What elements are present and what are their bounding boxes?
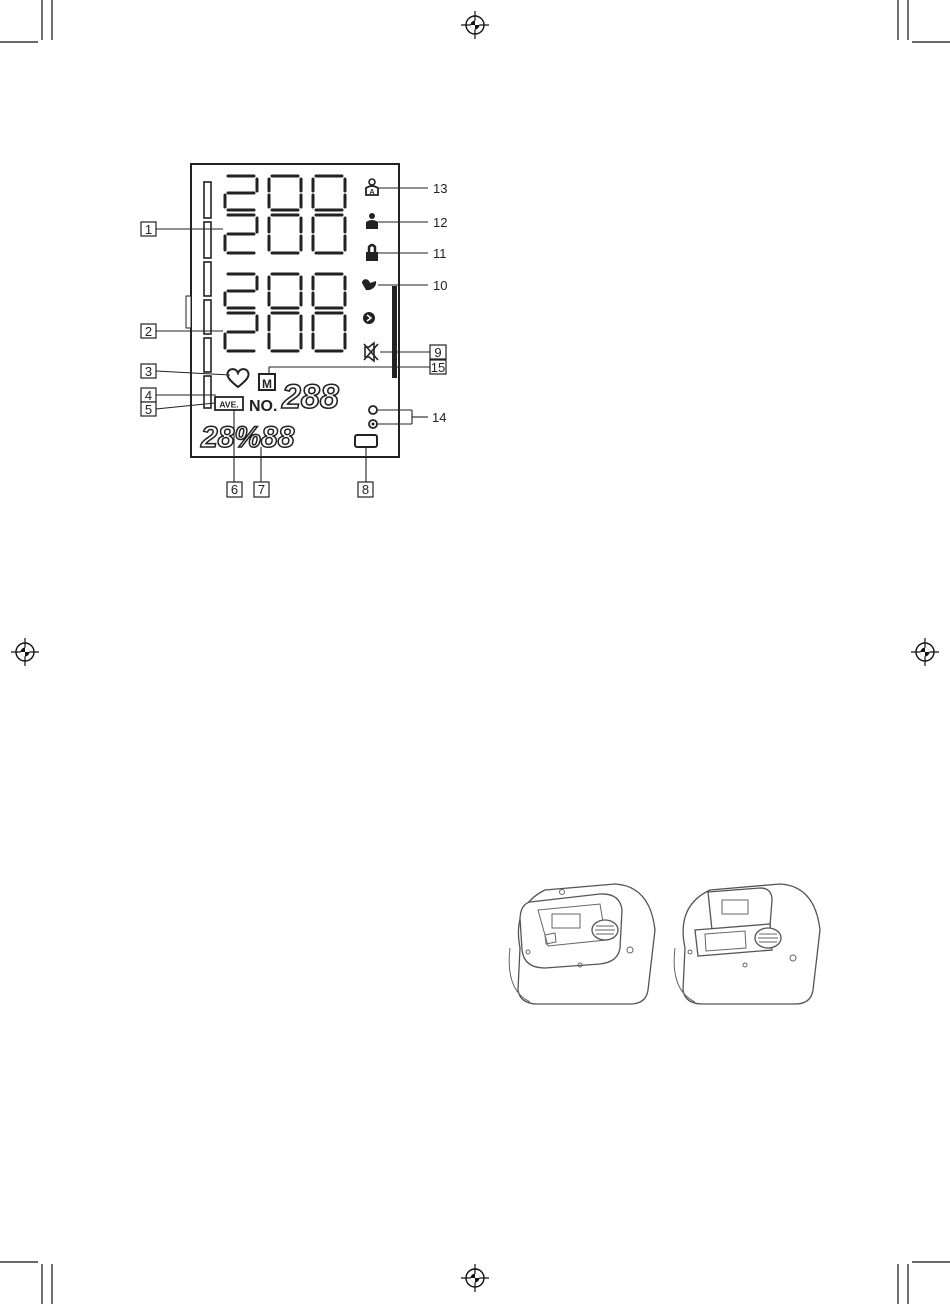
callout-13: 13: [433, 181, 447, 196]
callout-11: 11: [433, 246, 447, 261]
registration-mark-bottom: [461, 1264, 489, 1292]
callout-12: 12: [433, 215, 447, 230]
callout-15: 15: [430, 360, 446, 375]
callout-6: 6: [227, 482, 242, 497]
callout-3: 3: [141, 364, 156, 379]
svg-text:1: 1: [145, 222, 152, 237]
number-label: NO.: [249, 398, 277, 415]
date-time-digits: 28%88: [200, 421, 295, 454]
svg-text:12: 12: [433, 215, 447, 230]
svg-text:A: A: [369, 189, 374, 196]
svg-text:4: 4: [145, 388, 152, 403]
callout-5: 5: [141, 402, 156, 417]
body-movement-icon: [363, 312, 375, 324]
registration-mark-left: [11, 638, 39, 666]
memory-symbol: M: [262, 377, 272, 391]
lcd-display-diagram: M 288 NO. AVE. 28%88 A: [186, 164, 399, 457]
signal-bar: [392, 286, 397, 378]
device-underside-closed: [509, 884, 655, 1004]
registration-mark-right: [911, 638, 939, 666]
svg-text:3: 3: [145, 364, 152, 379]
callout-2: 2: [141, 324, 156, 339]
svg-text:2: 2: [145, 324, 152, 339]
svg-text:10: 10: [433, 278, 447, 293]
callout-8: 8: [358, 482, 373, 497]
average-symbol: AVE.: [219, 400, 238, 410]
callout-14: 14: [432, 410, 446, 425]
svg-text:11: 11: [433, 246, 447, 261]
svg-text:9: 9: [434, 345, 441, 360]
callout-7: 7: [254, 482, 269, 497]
svg-text:15: 15: [431, 360, 445, 375]
svg-text:7: 7: [258, 482, 265, 497]
svg-text:6: 6: [231, 482, 238, 497]
callout-9: 9: [430, 345, 446, 360]
callout-10: 10: [433, 278, 447, 293]
callout-4: 4: [141, 388, 156, 403]
svg-text:13: 13: [433, 181, 447, 196]
memory-number: 288: [281, 378, 339, 416]
registration-mark-top: [461, 11, 489, 39]
device-underside-open: [674, 884, 820, 1004]
svg-text:14: 14: [432, 410, 446, 425]
battery-icon: [355, 435, 377, 447]
callout-1: 1: [141, 222, 156, 237]
svg-text:5: 5: [145, 402, 152, 417]
svg-text:8: 8: [362, 482, 369, 497]
